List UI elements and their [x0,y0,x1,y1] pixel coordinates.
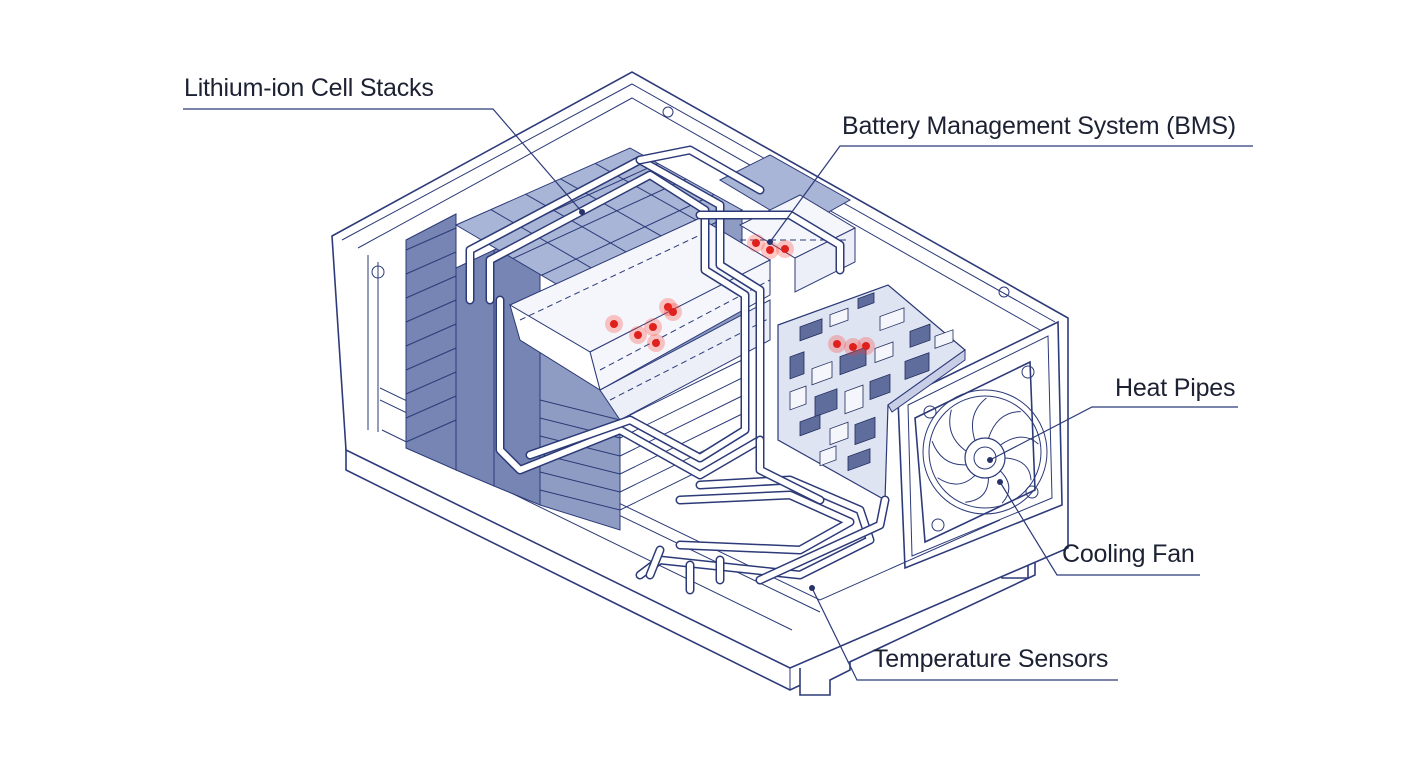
temperature-sensor [634,331,642,339]
cell-divider [405,347,457,371]
temperature-sensor [849,343,857,351]
leader-bms [769,145,1253,243]
bms-chip [811,360,833,386]
cell-divider [405,323,457,347]
cell-divider [405,251,457,275]
temperature-sensor [781,245,789,253]
leader-cooling-fan [999,481,1200,576]
bms-chip [854,416,876,446]
bms-chip [789,351,805,380]
cell-divider [405,299,457,323]
cell-divider [405,371,457,395]
temperature-sensor [752,239,760,247]
leader-cell-stacks [183,108,583,213]
cell-divider [539,489,621,511]
bms-chip [789,385,807,411]
callout-heat-pipes: Heat Pipes [1115,374,1236,402]
fan-blade [965,477,989,503]
bms-chip [874,341,894,364]
bms-board [777,284,966,502]
bms-chip [839,346,867,376]
callout-cooling-fan: Cooling Fan [1062,540,1195,568]
heat-pipe-highlight [467,157,763,478]
bms-chip [829,421,849,446]
fan-blade [949,409,967,452]
bms-chip [904,352,930,380]
callout-cell-stacks: Lithium-ion Cell Stacks [184,74,434,102]
cell-divider [619,359,743,421]
leader-lines [183,108,1253,681]
bms-chip [869,373,891,401]
cell-divider [405,275,457,299]
heat-pipe-highlight [697,212,843,273]
temperature-sensor [862,342,870,350]
fan-blade [1000,436,1039,446]
bms-chip [799,413,821,437]
temperature-sensor [766,246,774,254]
fan-blade [1004,457,1032,481]
bms-chip [799,318,823,342]
fan-blade [972,397,987,441]
temperature-sensor [669,308,677,316]
cell-grid-line [541,194,715,276]
fan-blade [937,474,976,485]
temperature-sensor [664,303,672,311]
bms-chip [857,292,875,310]
bms-chip [814,388,838,418]
callout-bms: Battery Management System (BMS) [842,112,1236,140]
temperature-sensor [833,340,841,348]
temperature-sensor [610,320,618,328]
callout-temperature-sensors: Temperature Sensors [873,645,1109,673]
bms-chip [847,448,871,472]
temperature-sensor [652,339,660,347]
fan-blade [931,441,967,466]
heat-pipe-highlight [487,172,748,461]
cell-stacks [405,147,857,531]
heat-pipe-highlight [677,492,853,553]
cell-divider [405,419,457,443]
bms-chip [819,445,837,467]
heat-pipe-highlight [757,497,888,583]
cell-grid-line [512,178,687,259]
leader-temperature-sensors [811,587,1118,681]
heat-pipe-highlight [637,147,763,193]
fan-blade [987,411,1021,439]
bms-chip [829,307,849,328]
bms-chip [909,323,931,348]
cell-divider [405,227,457,251]
bms-chip [844,384,864,415]
cell-divider [539,399,621,421]
temperature-sensors [605,234,875,356]
temperature-sensor [649,323,657,331]
cell-divider [405,395,457,419]
heat-pipes [465,145,890,595]
bms-chip [934,329,954,349]
heat-pipe-highlight [647,547,723,593]
leader-heat-pipes [989,406,1238,461]
cooling-fan [914,360,1048,544]
fan-blade [999,470,1010,504]
bms-chip [879,307,905,332]
heat-pipe-highlight [757,437,823,503]
cell-divider [539,471,621,493]
